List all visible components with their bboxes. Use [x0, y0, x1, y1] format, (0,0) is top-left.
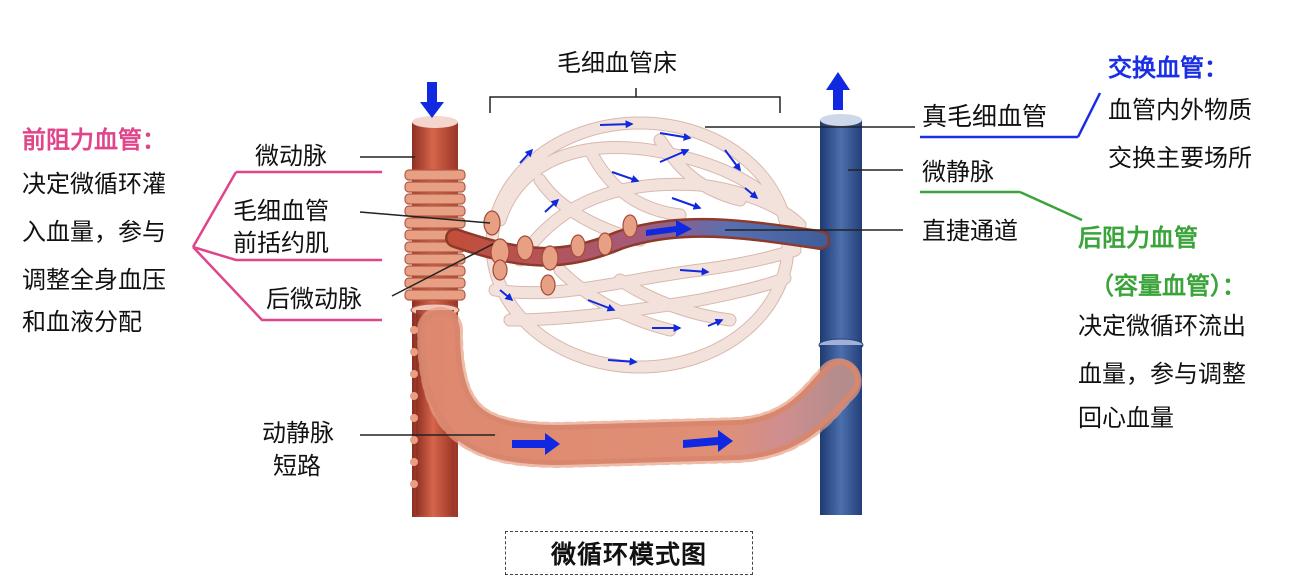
- exchange-line-2: 交换主要场所: [1108, 144, 1252, 172]
- pre-resistance-line-1: 决定微循环灌: [22, 170, 166, 198]
- shunt-flow-arrows: [512, 430, 733, 455]
- venule-label: 微静脉: [922, 158, 994, 186]
- pre-resistance-line-2: 入血量，参与: [22, 218, 166, 246]
- flow-arrows: [499, 120, 759, 366]
- arteriole-label: 微动脉: [255, 142, 327, 170]
- exchange-link: [920, 92, 1102, 139]
- thoroughfare-label: 直捷通道: [922, 217, 1018, 245]
- arrow-up-icon: [826, 72, 850, 110]
- av-shunt-label-2: 短路: [273, 452, 321, 480]
- capillary-bed: [485, 116, 807, 374]
- precapillary-sphincter-label-2: 前括约肌: [233, 229, 329, 257]
- capillary-bed-label: 毛细血管床: [557, 49, 677, 77]
- venule-vessel: [818, 114, 864, 515]
- post-resistance-line-2: 血量，参与调整: [1078, 360, 1246, 388]
- post-resistance-link: [920, 190, 1083, 222]
- pre-resistance-title: 前阻力血管：: [22, 126, 166, 154]
- diagram-caption: 微循环模式图: [505, 531, 753, 575]
- pre-resistance-line-4: 和血液分配: [22, 308, 142, 336]
- post-resistance-title-1: 后阻力血管: [1078, 224, 1198, 252]
- av-shunt-label-1: 动静脉: [262, 419, 334, 447]
- arrow-down-icon: [420, 82, 444, 118]
- pre-resistance-brace: [191, 170, 382, 322]
- exchange-line-1: 血管内外物质: [1108, 96, 1252, 124]
- leader-lines: [359, 88, 915, 436]
- metarteriole-label: 后微动脉: [266, 285, 362, 313]
- thoroughfare-channel: [445, 210, 830, 296]
- precapillary-sphincter-label-1: 毛细血管: [233, 197, 329, 225]
- post-resistance-line-3: 回心血量: [1078, 404, 1174, 432]
- pre-resistance-line-3: 调整全身血压: [22, 266, 166, 294]
- av-shunt-vessel: [417, 307, 863, 469]
- post-resistance-title-2: （容量血管）：: [1090, 272, 1246, 300]
- true-capillary-label: 真毛细血管: [922, 102, 1048, 131]
- post-resistance-line-1: 决定微循环流出: [1078, 312, 1246, 340]
- thoroughfare-flow-arrow: [646, 220, 692, 237]
- exchange-title: 交换血管：: [1108, 54, 1228, 82]
